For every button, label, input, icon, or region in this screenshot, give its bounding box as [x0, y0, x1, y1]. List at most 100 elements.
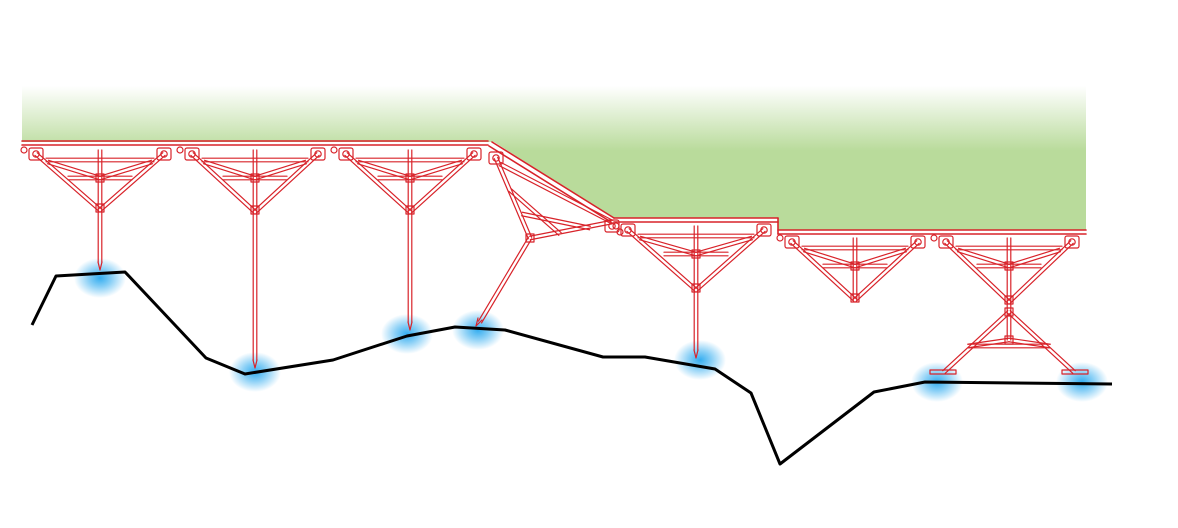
deck-rails: [21, 140, 1087, 235]
truss-chord: [36, 152, 102, 210]
truss-chord: [696, 230, 766, 292]
truss-chord: [790, 242, 855, 302]
truss-brace: [803, 247, 857, 265]
truss-brace: [1008, 341, 1051, 349]
truss-brace: [500, 161, 614, 222]
truss-node: [250, 205, 260, 215]
truss-node: [1004, 335, 1014, 345]
truss-module-5: [612, 222, 772, 359]
truss-chord: [190, 154, 255, 214]
truss-brace: [98, 159, 153, 177]
clamp-bracket: [910, 235, 926, 249]
clamp-bracket: [938, 235, 954, 249]
truss-brace: [802, 251, 856, 269]
clamp-bracket: [620, 223, 636, 237]
clamp-joint: [1068, 238, 1076, 246]
truss-modules: [20, 146, 1089, 375]
clamp-bracket: [784, 235, 800, 249]
support-foot: [929, 369, 957, 375]
truss-node: [1004, 307, 1014, 317]
truss-node: [850, 293, 860, 303]
truss-brace: [508, 190, 560, 236]
truss-node: [691, 249, 701, 259]
truss-brace: [956, 251, 1010, 269]
clamp-joint: [788, 238, 796, 246]
truss-node: [850, 261, 860, 271]
clamp-bracket: [28, 147, 44, 161]
support-leg: [1009, 310, 1076, 372]
truss-module-3: [330, 146, 482, 331]
pin-joint: [612, 222, 620, 230]
support-leg-tip: [97, 261, 103, 271]
truss-node: [691, 283, 701, 293]
clamp-joint: [624, 226, 632, 234]
clamp-joint: [470, 150, 478, 158]
truss-brace: [638, 239, 697, 257]
truss-brace: [254, 163, 308, 181]
clamp-joint: [188, 150, 196, 158]
truss-chord: [529, 219, 613, 237]
support-leg-tip: [693, 349, 699, 359]
truss-module-2: [176, 146, 326, 369]
deck-surface-fill: [22, 86, 1086, 230]
contact-glow: [452, 310, 504, 350]
truss-chord: [1007, 240, 1072, 302]
truss-module-6: [776, 234, 926, 303]
truss-node: [95, 203, 105, 213]
truss-brace: [967, 341, 1010, 349]
support-leg: [942, 310, 1009, 372]
contact-glow-group: [74, 258, 1108, 402]
clamp-bracket: [488, 151, 504, 165]
support-leg-tip: [475, 317, 483, 327]
truss-brace: [853, 247, 907, 265]
support-foot: [1061, 369, 1089, 375]
clamp-bracket: [1064, 235, 1080, 249]
truss-brace: [1008, 337, 1051, 345]
truss-brace: [47, 159, 102, 177]
truss-brace: [1008, 251, 1062, 269]
truss-chord: [694, 228, 764, 290]
truss-chord: [855, 242, 920, 302]
truss-node: [95, 173, 105, 183]
clamp-bracket: [310, 147, 326, 161]
truss-node: [1004, 261, 1014, 271]
truss-chord: [410, 154, 476, 214]
contact-glow: [74, 258, 126, 298]
pin-joint: [176, 146, 184, 154]
truss-chord: [100, 154, 166, 212]
truss-chord: [493, 158, 529, 240]
pin-joint: [20, 146, 28, 154]
clamp-joint: [914, 238, 922, 246]
clamp-joint: [342, 150, 350, 158]
support-leg-tip: [407, 321, 413, 331]
truss-chord: [1009, 242, 1074, 304]
truss-brace: [357, 159, 412, 177]
support-leg-tip: [252, 359, 258, 369]
clamp-bracket: [756, 223, 772, 237]
clamp-joint: [942, 238, 950, 246]
truss-module-7: [929, 234, 1089, 375]
clamp-joint: [492, 154, 500, 162]
truss-brace: [202, 163, 256, 181]
contact-glow: [1056, 362, 1108, 402]
truss-chord: [944, 242, 1009, 304]
deck-rail: [491, 141, 615, 219]
truss-chord: [529, 223, 613, 241]
truss-module-1: [20, 146, 172, 271]
truss-chord: [255, 154, 320, 214]
ground-profile-line: [30, 270, 1113, 466]
truss-brace: [203, 159, 257, 177]
clamp-joint: [32, 150, 40, 158]
clamp-joint: [760, 226, 768, 234]
clamp-bracket: [156, 147, 172, 161]
truss-chord: [344, 154, 410, 214]
truss-node: [405, 205, 415, 215]
pin-joint: [930, 234, 938, 242]
truss-chord: [34, 154, 100, 212]
truss-node: [405, 173, 415, 183]
truss-node: [525, 233, 535, 243]
truss-brace: [521, 215, 591, 231]
truss-node: [250, 173, 260, 183]
